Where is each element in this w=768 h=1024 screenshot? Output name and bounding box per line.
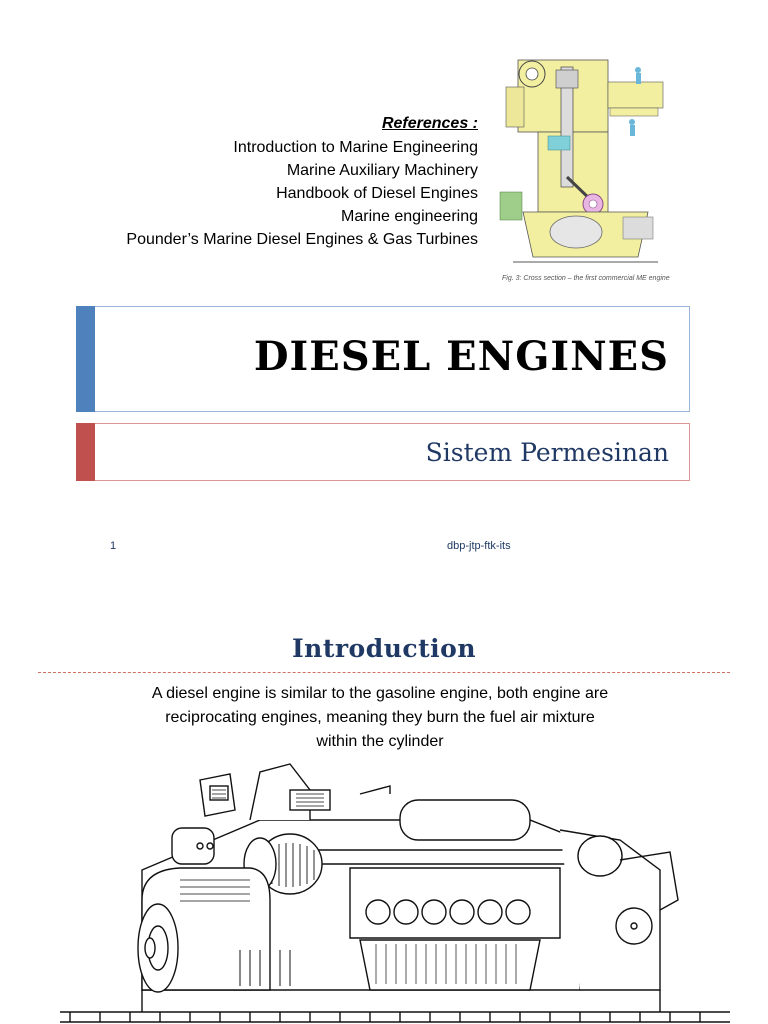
references-title: References : xyxy=(381,115,478,132)
page-number: 1 xyxy=(110,540,117,552)
reference-item: Pounder’s Marine Diesel Engines & Gas Tu… xyxy=(126,231,478,248)
reference-item: Handbook of Diesel Engines xyxy=(276,185,478,202)
intro-paragraph: A diesel engine is similar to the gasoli… xyxy=(151,685,609,750)
footer-text: dbp-jtp-ftk-its xyxy=(447,540,511,552)
slide-title: DIESEL ENGINES xyxy=(253,333,669,380)
figure-caption: Fig. 3: Cross section – the first commer… xyxy=(502,275,670,282)
title-accent-bar xyxy=(76,306,95,412)
slide-1: References : Introduction to Marine Engi… xyxy=(76,42,690,552)
subtitle-accent-bar xyxy=(76,423,95,481)
engine-cross-section-image xyxy=(498,42,668,270)
title-divider xyxy=(38,672,730,673)
reference-item: Introduction to Marine Engineering xyxy=(233,139,478,156)
reference-item: Marine Auxiliary Machinery xyxy=(286,162,478,179)
reference-item: Marine engineering xyxy=(341,208,478,225)
slide-subtitle: Sistem Permesinan xyxy=(425,438,669,467)
subtitle-box: Sistem Permesinan xyxy=(76,423,690,481)
slide-2: Introduction A diesel engine is similar … xyxy=(0,600,768,1024)
references-block: References : Introduction to Marine Engi… xyxy=(126,112,478,251)
section-title: Introduction xyxy=(291,634,477,663)
diesel-engine-illustration xyxy=(60,763,730,1023)
title-box: DIESEL ENGINES xyxy=(76,306,690,412)
